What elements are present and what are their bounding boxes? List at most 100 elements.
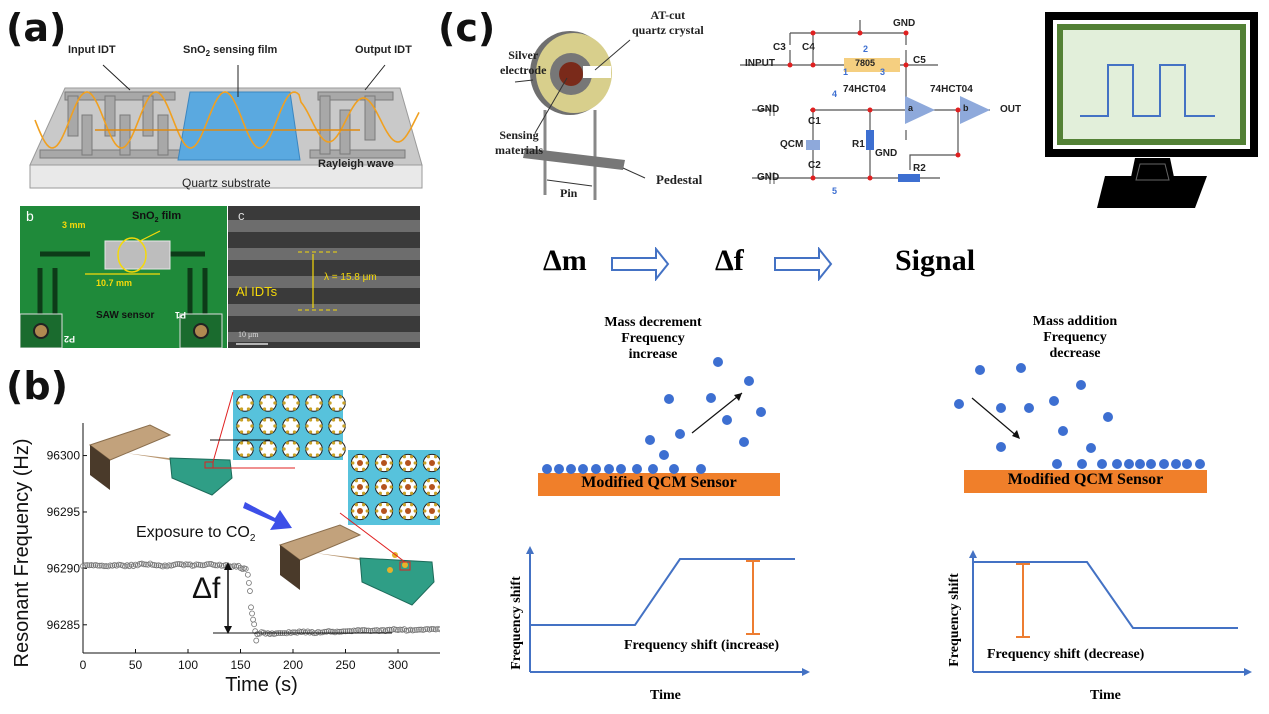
gate-b-label: b xyxy=(963,103,969,113)
molecule-dot xyxy=(706,393,716,403)
mof-site xyxy=(386,455,389,458)
saw-chip xyxy=(105,241,170,269)
co2-molecule xyxy=(429,484,435,490)
mof-site xyxy=(403,516,406,519)
mof-site xyxy=(339,453,342,456)
mof-site xyxy=(342,447,345,450)
mof-site xyxy=(316,441,319,444)
x-tick-label: 0 xyxy=(80,658,87,672)
dim-10-7mm-label: 10.7 mm xyxy=(96,278,132,288)
saw-sensor-label: SAW sensor xyxy=(96,310,154,321)
regulator-label: 7805 xyxy=(855,58,875,68)
mof-inset-after xyxy=(340,450,440,562)
mof-site xyxy=(399,509,402,512)
monitor-screen xyxy=(1063,30,1240,139)
mof-site xyxy=(434,479,437,482)
gnd-mid-label: GND xyxy=(875,148,897,159)
frequency-increase-plot xyxy=(480,530,840,714)
mof-site xyxy=(332,418,335,421)
mof-site xyxy=(240,453,243,456)
mof-site xyxy=(286,453,289,456)
mof-site xyxy=(263,453,266,456)
mof-site xyxy=(260,424,263,427)
mof-site xyxy=(309,441,312,444)
mof-site xyxy=(286,441,289,444)
molecule-dot xyxy=(1052,459,1062,469)
mof-site xyxy=(362,455,365,458)
pedestal-pointer xyxy=(623,168,645,178)
molecule-dot xyxy=(975,365,985,375)
mof-site xyxy=(427,492,430,495)
y-axis-label: Resonant Frequency (Hz) xyxy=(11,439,33,668)
left-plot-y-arrow xyxy=(526,546,534,554)
molecule-dot xyxy=(1146,459,1156,469)
mof-site xyxy=(250,447,253,450)
mof-site xyxy=(414,485,417,488)
mof-site xyxy=(306,401,309,404)
mof-site xyxy=(286,418,289,421)
sem-image: c Al IDTs λ = 15.8 μm 10 μm xyxy=(228,206,420,348)
molecule-dot xyxy=(696,464,706,474)
mof-site xyxy=(247,441,250,444)
molecule-dot xyxy=(1112,459,1122,469)
delta-m-label: Δm xyxy=(543,244,587,278)
co2-molecule xyxy=(381,508,387,514)
molecule-dot xyxy=(756,407,766,417)
molecule-dot xyxy=(554,464,564,474)
molecule-dot xyxy=(669,464,679,474)
silver-line1: Silver xyxy=(500,48,546,63)
data-point xyxy=(254,638,259,643)
x-axis-label: Time (s) xyxy=(225,674,298,696)
molecule-dot xyxy=(566,464,576,474)
scale-label: 10 μm xyxy=(238,330,259,339)
mof-site xyxy=(316,430,319,433)
mof-site xyxy=(316,395,319,398)
molecule-dot xyxy=(713,357,723,367)
sensing-label: Sensingmaterials xyxy=(495,128,543,158)
mof-site xyxy=(339,418,342,421)
mof-site xyxy=(379,479,382,482)
molecule-dot xyxy=(1016,363,1026,373)
co2-molecule xyxy=(357,460,363,466)
mof-site xyxy=(362,468,365,471)
input-idt-label: Input IDT xyxy=(68,44,116,56)
mof-site xyxy=(399,461,402,464)
mof-site xyxy=(362,503,365,506)
mof-site xyxy=(263,418,266,421)
mof-site xyxy=(240,395,243,398)
mof-site xyxy=(309,418,312,421)
ic-b-label: 74HCT04 xyxy=(930,84,973,95)
sensing-line1: Sensing xyxy=(495,128,543,143)
mof-site xyxy=(434,492,437,495)
c4-label: C4 xyxy=(802,42,815,53)
mof-site xyxy=(260,447,263,450)
adsorption-arrowhead xyxy=(1012,430,1020,439)
mof-site xyxy=(355,516,358,519)
right-plot-annotation: Frequency shift (decrease) xyxy=(987,647,1144,663)
y-tick-label: 96295 xyxy=(47,505,81,519)
right-plot-line xyxy=(973,562,1238,628)
connector-p2 xyxy=(34,324,48,338)
output-idt-pointer xyxy=(365,65,385,90)
mof-site xyxy=(309,453,312,456)
left-plot-annotation: Frequency shift (increase) xyxy=(624,638,779,654)
adsorption-arrow xyxy=(972,398,1018,437)
mof-site xyxy=(410,455,413,458)
mof-site xyxy=(247,395,250,398)
mof-site xyxy=(362,479,365,482)
data-point xyxy=(251,617,256,622)
exposure-sub: 2 xyxy=(250,533,256,544)
mof-site xyxy=(240,441,243,444)
lambda-label: λ = 15.8 μm xyxy=(324,272,377,283)
mof-site xyxy=(434,503,437,506)
co2-molecule xyxy=(381,484,387,490)
right-plot-ylabel: Frequency shift xyxy=(947,565,963,675)
co2-molecule xyxy=(381,460,387,466)
mof-site xyxy=(351,485,354,488)
molecule-dot xyxy=(996,403,1006,413)
mof-site xyxy=(332,395,335,398)
mof-site xyxy=(379,468,382,471)
pin3-label: 3 xyxy=(880,67,885,77)
mof-site xyxy=(399,485,402,488)
desorption-arrowhead xyxy=(734,393,742,401)
